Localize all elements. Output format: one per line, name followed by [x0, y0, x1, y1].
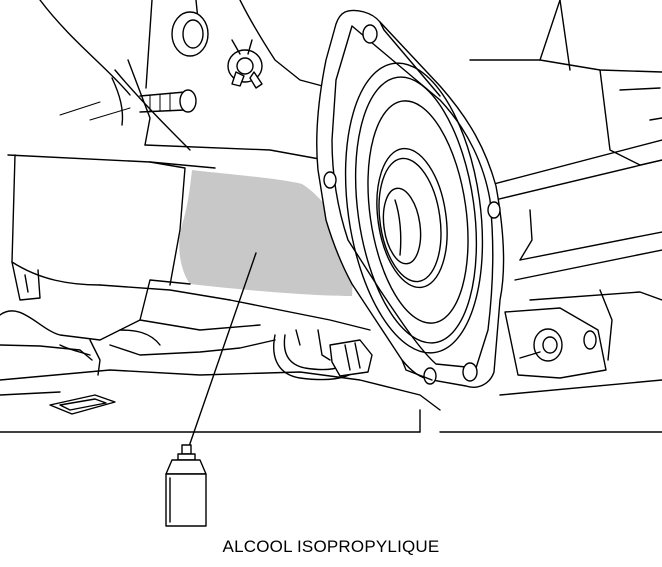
rubber-grommet — [171, 11, 209, 57]
body-panel-upper — [7, 0, 331, 169]
body-panel-right — [469, 0, 662, 396]
wing-nut — [227, 39, 263, 89]
door-panel-housing — [11, 154, 371, 331]
callout-label: ALCOOL ISOPROPYLIQUE — [222, 537, 440, 556]
floor-trim — [0, 279, 662, 433]
mounting-bolt-left — [139, 89, 197, 113]
speaker — [316, 9, 505, 388]
cleaning-area — [179, 170, 354, 296]
mounting-bracket-right — [504, 307, 607, 379]
spray-can-icon — [165, 444, 207, 527]
floor-pad — [49, 394, 116, 415]
wire-harness — [273, 329, 373, 381]
leader-line — [184, 252, 257, 459]
